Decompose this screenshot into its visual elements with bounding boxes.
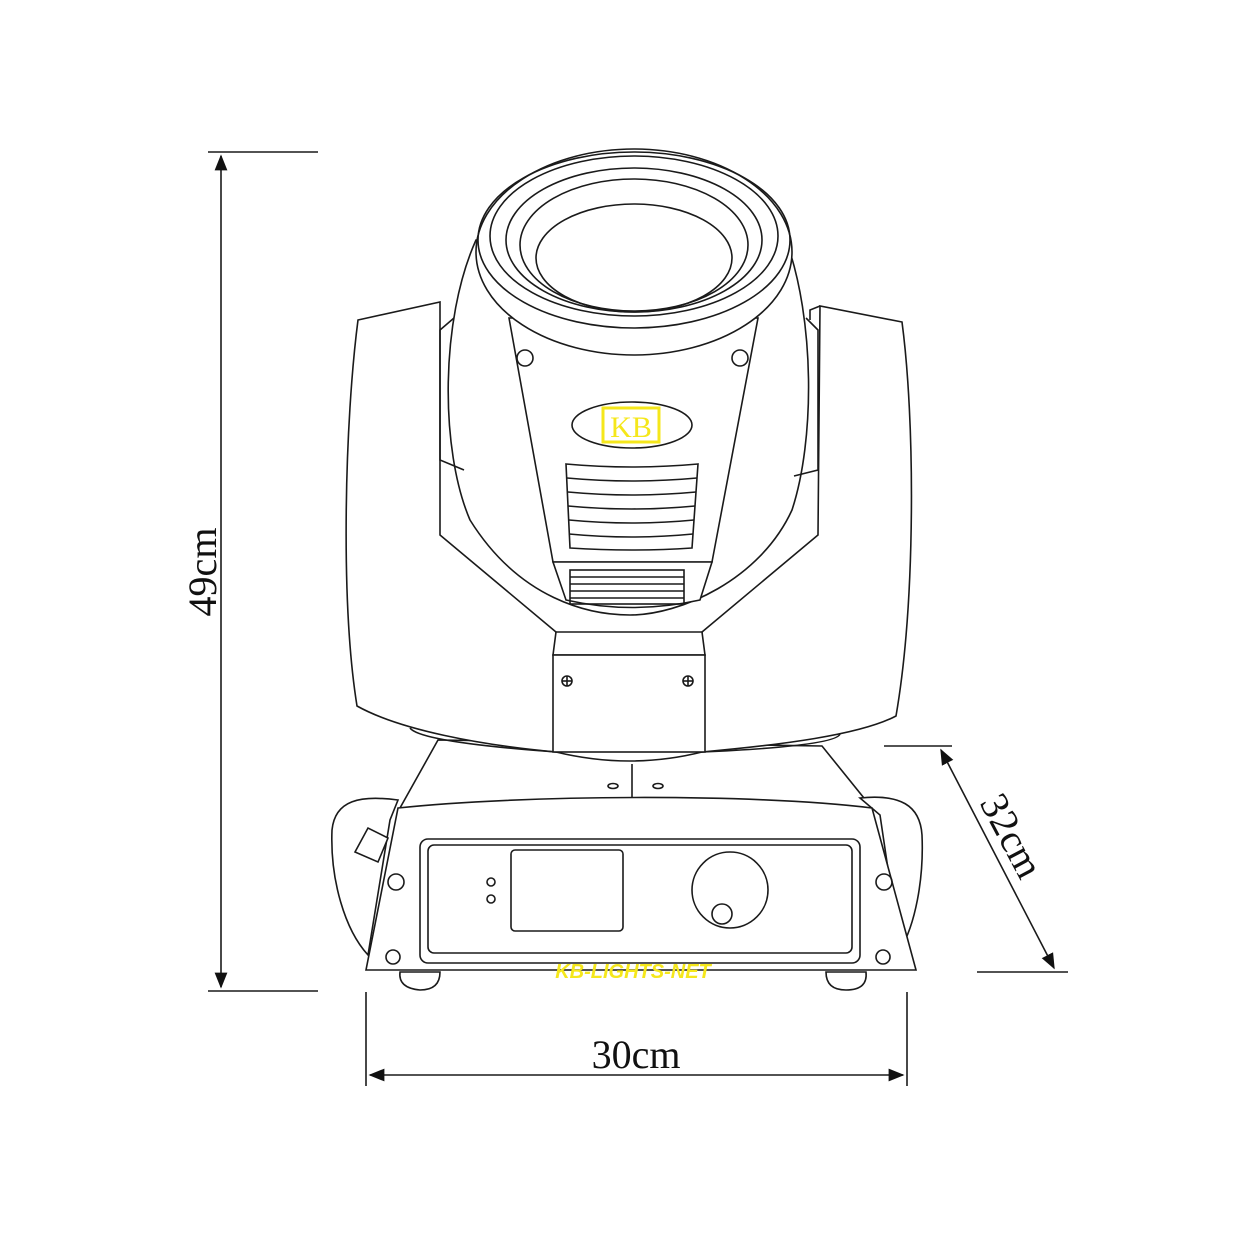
display-screen [510,849,624,932]
width-label: 30cm [592,1032,681,1077]
indicator-led [486,894,496,904]
logo-text: KB [610,411,652,444]
lens [475,148,793,356]
logo-frame [601,406,661,444]
indicator-led [486,877,496,887]
height-label: 49cm [180,528,225,617]
depth-label: 32cm [971,786,1052,886]
base-body: KB-LIGHTS-NET [365,796,918,991]
base-handles [331,796,924,957]
dimension-width: 30cm [365,992,908,1086]
yoke [345,301,913,762]
dimension-height: 49cm [180,151,318,992]
vent-grille-lower [551,561,714,609]
tilt-cover [552,631,706,753]
head: KB [439,148,819,616]
watermark: KB-LIGHTS-NET [555,961,712,983]
vent-grille-upper [565,463,699,551]
control-knob [691,851,769,929]
logo-badge [571,401,693,449]
